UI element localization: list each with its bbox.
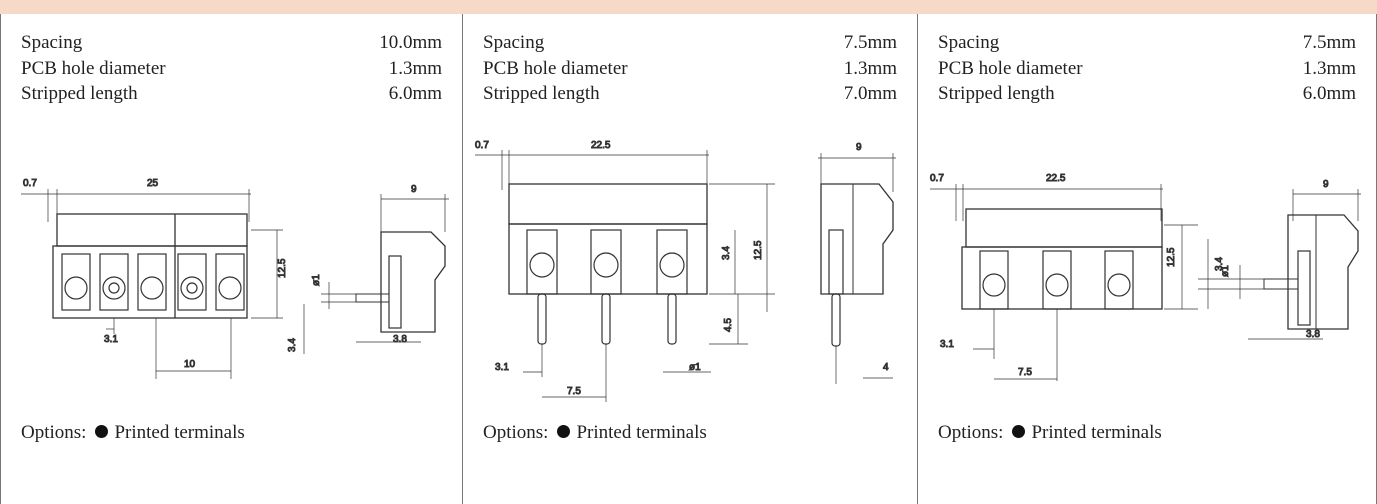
dim-label: 0.7	[475, 140, 489, 151]
dim-label: 22.5	[591, 140, 611, 151]
options-line: Options: Printed terminals	[483, 422, 707, 444]
dim-label: 9	[856, 142, 862, 153]
spec-label: PCB hole diameter	[21, 57, 166, 79]
spec-value: 7.5mm	[1302, 32, 1356, 53]
dim-label: 3.8	[393, 334, 407, 345]
dim-label: 12.5	[277, 258, 288, 278]
dim-label: 10	[184, 359, 196, 370]
option-text: Printed terminals	[576, 422, 707, 443]
dim-label: 3.1	[104, 334, 118, 345]
front-view: 0.7 22.5 12.5 3.1 7.5	[930, 173, 1198, 381]
option-text: Printed terminals	[1031, 422, 1162, 443]
header-band	[0, 0, 1377, 14]
bullet-icon	[95, 425, 109, 438]
spec-value: 7.5mm	[843, 32, 897, 53]
bullet-icon	[1012, 425, 1026, 438]
terminal-drawing-10mm: 0.7 25 12.5 3.1 10	[21, 178, 449, 379]
spec-list: Spacing 10.0mm PCB hole diameter 1.3mm Str…	[21, 30, 442, 107]
dim-label: 3.4	[287, 338, 298, 352]
dim-label: 3.1	[940, 339, 954, 350]
dim-label: 9	[1323, 179, 1329, 190]
spec-value: 10.0mm	[379, 32, 442, 53]
spec-list: Spacing 7.5mm PCB hole diameter 1.3mm Stri…	[483, 30, 897, 107]
front-view: 0.7 25 12.5 3.1 10	[21, 178, 289, 379]
dim-label: ø1	[689, 362, 701, 373]
dim-label: 3.1	[495, 362, 509, 373]
option-text: Printed terminals	[114, 422, 245, 443]
dim-label: ø1	[311, 274, 322, 286]
side-view: 3.4 ø1 9 3.8	[1198, 179, 1361, 341]
options-label: Options:	[21, 422, 87, 443]
terminal-drawing-7-5mm: 0.7 22.5 12.5 3.1 7.5 3.4	[930, 173, 1361, 381]
side-view: 9 4	[818, 142, 896, 384]
bullet-icon	[557, 425, 571, 438]
spec-label: PCB hole diameter	[483, 57, 628, 79]
dim-label: 12.5	[1166, 247, 1177, 267]
options-line: Options: Printed terminals	[21, 422, 245, 444]
spec-row-stripped-length: Stripped length 6.0mm	[938, 81, 1356, 107]
spec-value: 6.0mm	[388, 83, 442, 104]
panel-7-5mm-a: Spacing 7.5mm PCB hole diameter 1.3mm Stri…	[463, 14, 918, 504]
dim-label: 7.5	[1018, 367, 1032, 378]
spec-label: Spacing	[938, 32, 1000, 53]
spec-value: 1.3mm	[388, 57, 442, 79]
panel-7-5mm-b: Spacing 7.5mm PCB hole diameter 1.3mm Stri…	[918, 14, 1377, 504]
spec-label: Spacing	[21, 32, 83, 53]
spec-label: PCB hole diameter	[938, 57, 1083, 79]
spec-value: 1.3mm	[1302, 57, 1356, 79]
spec-label: Stripped length	[938, 83, 1055, 104]
spec-row-hole-diameter: PCB hole diameter 1.3mm	[21, 56, 442, 82]
spec-row-stripped-length: Stripped length 7.0mm	[483, 81, 897, 107]
spec-row-hole-diameter: PCB hole diameter 1.3mm	[938, 56, 1356, 82]
dim-label: 3.4	[721, 246, 732, 260]
spec-label: Spacing	[483, 32, 545, 53]
spec-value: 6.0mm	[1302, 83, 1356, 104]
options-label: Options:	[938, 422, 1004, 443]
dim-label: 3.8	[1306, 329, 1320, 340]
spec-row-spacing: Spacing 7.5mm	[483, 30, 897, 56]
spec-row-hole-diameter: PCB hole diameter 1.3mm	[483, 56, 897, 82]
dim-label: 4	[883, 362, 889, 373]
side-view: 9 ø1 3.4 3.8	[287, 184, 449, 354]
options-label: Options:	[483, 422, 549, 443]
dim-label: 22.5	[1046, 173, 1066, 184]
spec-row-spacing: Spacing 10.0mm	[21, 30, 442, 56]
spec-row-stripped-length: Stripped length 6.0mm	[21, 81, 442, 107]
spec-label: Stripped length	[21, 83, 138, 104]
dim-label: 4.5	[723, 318, 734, 332]
dim-label: 7.5	[567, 386, 581, 397]
dim-label: 0.7	[23, 178, 37, 189]
spec-list: Spacing 7.5mm PCB hole diameter 1.3mm Stri…	[938, 30, 1356, 107]
dim-label: 3.4	[1214, 257, 1225, 271]
spec-value: 1.3mm	[843, 57, 897, 79]
dim-label: 12.5	[753, 240, 764, 260]
spec-value: 7.0mm	[843, 83, 897, 104]
spec-row-spacing: Spacing 7.5mm	[938, 30, 1356, 56]
dim-label: 9	[411, 184, 417, 195]
dim-label: ø1	[1220, 265, 1231, 277]
dim-label: 0.7	[930, 173, 944, 184]
dim-label: 25	[147, 178, 159, 189]
options-line: Options: Printed terminals	[938, 422, 1162, 444]
terminal-drawing-7-5mm: 0.7 22.5 3.4 12.5 4.5 3.1	[475, 140, 896, 402]
panel-10mm: Spacing 10.0mm PCB hole diameter 1.3mm Str…	[0, 14, 463, 504]
spec-label: Stripped length	[483, 83, 600, 104]
front-view: 0.7 22.5 3.4 12.5 4.5 3.1	[475, 140, 775, 402]
